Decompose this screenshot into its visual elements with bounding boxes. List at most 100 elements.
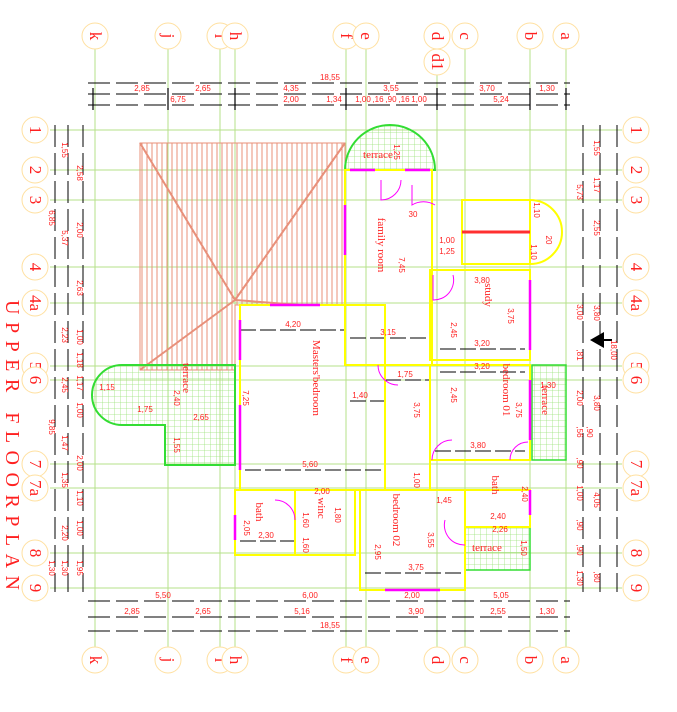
grid-bubble-1: 1 [21, 116, 49, 144]
dimension-label: 1,30 [60, 560, 69, 576]
room-label: winc [315, 497, 327, 519]
dimension-label: 7,45 [397, 257, 406, 273]
grid-bubble-label: k [86, 32, 105, 41]
dimension-label: 20 [544, 236, 553, 245]
grid-bubble-label: 4 [627, 263, 646, 272]
room-label: bedroom 02 [390, 494, 402, 547]
grid-bubble-label: 4 [26, 263, 45, 272]
room-label: terrace [472, 542, 502, 554]
grid-bubble-d: d [423, 646, 451, 674]
dimension-label: 1,75 [397, 370, 413, 379]
dimension-label: 2,00 [314, 487, 330, 496]
grid-bubble-d: d [423, 22, 451, 50]
grid-bubble-7a: 7a [622, 474, 650, 502]
dimension-label: 3,80 [592, 395, 601, 411]
dimension-label: 1,18 [75, 352, 84, 368]
dimension-label: ,80 [592, 571, 601, 583]
dimension-label: 3,55 [383, 84, 399, 93]
room-label: bath [489, 476, 501, 495]
dimension-label: 1,55 [172, 437, 181, 453]
grid-bubble-e: e [352, 22, 380, 50]
dimension-label: 5,05 [493, 591, 509, 600]
dimension-label: 1,00 [75, 329, 84, 345]
dimension-label: 3,55 [426, 532, 435, 548]
dimension-label: 1,47 [60, 435, 69, 451]
terrace-top [343, 124, 437, 171]
grid-bubble-2: 2 [21, 156, 49, 184]
dimension-label: ,90 [575, 519, 584, 531]
plan-title: UPPER FLOORPLAN [1, 300, 23, 590]
dimension-label: 1,30 [540, 381, 556, 390]
grid-bubble-8: 8 [21, 539, 49, 567]
grid-bubble-k: k [81, 22, 109, 50]
dimension-label: 3,90 [408, 607, 424, 616]
room-label: terrace [180, 363, 192, 393]
grid-bubble-6: 6 [622, 366, 650, 394]
grid-bubble-7a: 7a [21, 474, 49, 502]
grid-bubble-label: d [428, 656, 447, 665]
dimension-label: ,90 [575, 544, 584, 556]
room-label: family room [375, 218, 387, 273]
grid-bubble-label: 7a [627, 480, 646, 497]
dimension-label: 4,35 [283, 84, 299, 93]
dimension-label: ,56 [575, 426, 584, 438]
grid-bubble-e: e [352, 646, 380, 674]
dimension-lines [54, 82, 618, 632]
dimension-label: 9,85 [47, 419, 56, 435]
dimension-label: 6,75 [170, 95, 186, 104]
dimension-label: 1,55 [592, 140, 601, 156]
grid-bubble-label: f [337, 33, 356, 39]
dimension-label: 1,00 [439, 236, 455, 245]
dimension-label: ,90 [575, 457, 584, 469]
grid-bubble-b: b [516, 646, 544, 674]
grid-bubble-9: 9 [21, 574, 49, 602]
grid-lines [50, 48, 622, 655]
dimension-label: 2,00 [75, 455, 84, 471]
room-label: bedroom 01 [500, 364, 512, 417]
dimension-label: ,90 [385, 95, 397, 104]
dimension-label: 1,25 [392, 144, 401, 160]
dimension-label: 2,58 [75, 165, 84, 181]
grid-bubble-label: 6 [26, 376, 45, 385]
dimension-label: 2,00 [404, 591, 420, 600]
dimension-label: 2,26 [492, 525, 508, 534]
grid-bubble-b: b [516, 22, 544, 50]
dimension-label: 1,30 [539, 84, 555, 93]
grid-bubble-label: i [211, 34, 230, 39]
grid-bubble-label: c [456, 32, 475, 40]
dimension-label: ,90 [585, 426, 594, 438]
dimension-label: 2,85 [124, 607, 140, 616]
dimension-label: 5,16 [294, 607, 310, 616]
dimension-label: 1,55 [60, 142, 69, 158]
dimension-label: 3,00 [575, 304, 584, 320]
dimension-label: 3,80 [592, 305, 601, 321]
dimension-label: 4,20 [285, 320, 301, 329]
dimension-label: 3,75 [412, 402, 421, 418]
grid-bubble-4a: 4a [21, 289, 49, 317]
grid-bubble-label: 9 [26, 584, 45, 593]
dimension-label: 3,80 [474, 276, 490, 285]
dimension-label: 3,75 [506, 308, 515, 324]
grid-bubble-label: 7a [26, 480, 45, 497]
grid-bubble-label: 8 [26, 549, 45, 558]
dimension-label: 1,50 [519, 540, 528, 556]
dimension-label: 1,00 [411, 95, 427, 104]
dimension-label: 2,95 [373, 544, 382, 560]
dimension-label: 5,73 [575, 184, 584, 200]
dimension-label: 1,40 [352, 391, 368, 400]
doors [274, 179, 529, 546]
dimension-label: 1,80 [333, 507, 342, 523]
dimension-label: 4,05 [592, 492, 601, 508]
dimension-label: 1,45 [436, 496, 452, 505]
grid-bubble-label: e [357, 32, 376, 40]
dimension-label: 2,05 [242, 520, 251, 536]
terrace-left [91, 364, 236, 466]
terrace-right [531, 364, 567, 461]
dimension-label: 1,15 [99, 383, 115, 392]
dimension-label: ,81 [575, 349, 584, 361]
grid-bubble-label: k [86, 656, 105, 665]
dimension-label: 1,00 [412, 472, 421, 488]
dimension-label: 3,80 [470, 441, 486, 450]
dimension-label: 18,55 [320, 621, 341, 630]
